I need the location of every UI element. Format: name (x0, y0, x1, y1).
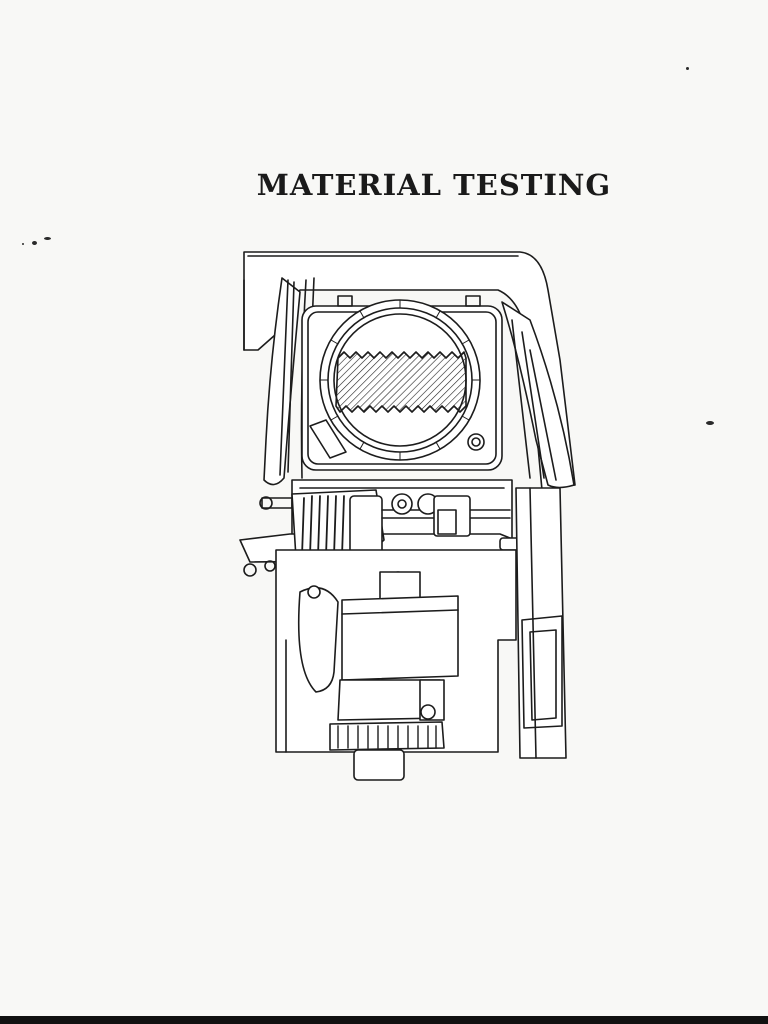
scan-speck (32, 241, 37, 245)
profile-projector-illustration (230, 240, 580, 785)
scan-speck (706, 421, 714, 425)
scan-speck (44, 237, 51, 240)
scan-bottom-edge (0, 1016, 768, 1024)
scan-speck (22, 243, 24, 245)
page-title: MATERIAL TESTING (256, 168, 612, 202)
scan-speck (686, 67, 689, 70)
